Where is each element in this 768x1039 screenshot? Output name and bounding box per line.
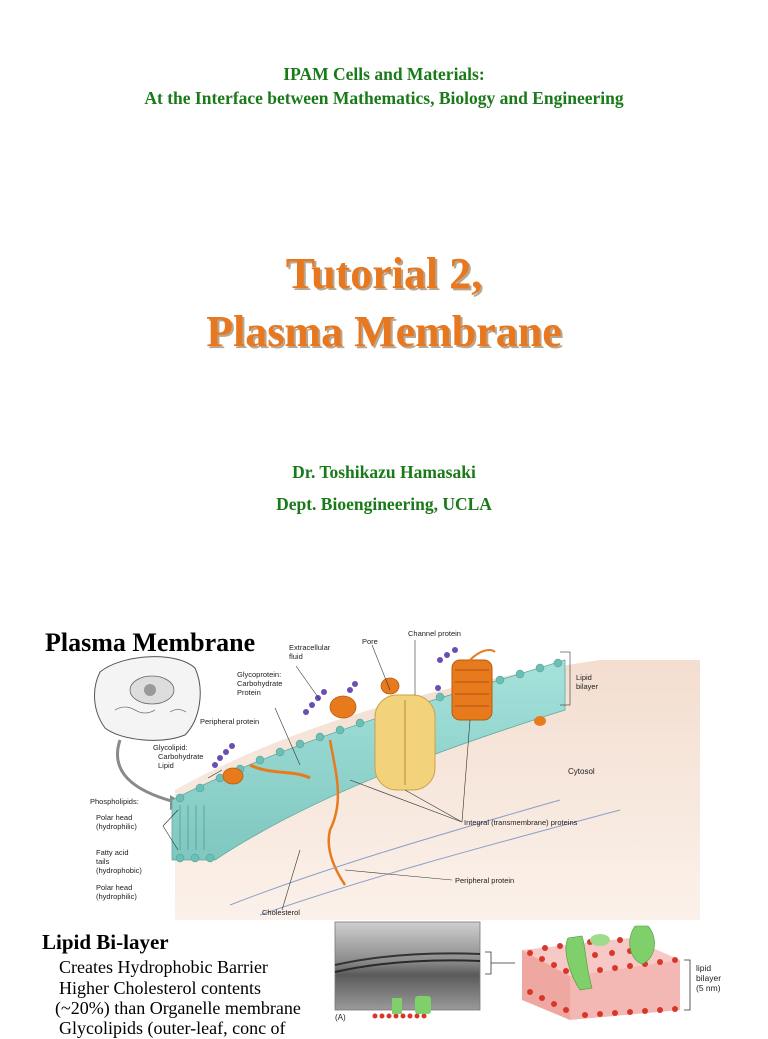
label-lipid-bilayer-1: Lipid	[576, 673, 592, 682]
label-peripheral-protein-top: Peripheral protein	[200, 717, 259, 726]
label-lipid-bilayer-2: bilayer	[576, 682, 599, 691]
label-pore: Pore	[362, 637, 378, 646]
title-line-2: Plasma Membrane	[206, 307, 562, 356]
label-polar-head-2: (hydrophilic)	[96, 822, 137, 831]
label-phospholipids: Phospholipids:	[90, 797, 139, 806]
label-glycoprotein-1: Glycoprotein:	[237, 670, 281, 679]
label-extracellular-2: fluid	[289, 652, 303, 661]
membrane-diagram: Extracellular fluid Pore Channel protein…	[90, 629, 700, 920]
label-polar-head-b2: (hydrophilic)	[96, 892, 137, 901]
header-line-2: At the Interface between Mathematics, Bi…	[144, 88, 624, 108]
helix-protein-shape	[451, 659, 493, 721]
lipid-bullet-4: Glycolipids (outer-leaf, conc of	[59, 1018, 286, 1038]
label-fatty-acid-2: tails	[96, 857, 110, 866]
label-glycoprotein-2: Carbohydrate	[237, 679, 282, 688]
micrograph-label: (A)	[335, 1013, 346, 1022]
label-glycolipid-1: Glycolipid:	[153, 743, 188, 752]
model-label-1: lipid	[696, 963, 711, 973]
label-cholesterol: Cholesterol	[262, 908, 300, 917]
lipid-bullet-1: Creates Hydrophobic Barrier	[59, 957, 268, 977]
lipid-bullet-3: (~20%) than Organelle membrane	[55, 998, 301, 1018]
label-integral-proteins: Integral (transmembrane) proteins	[464, 818, 578, 827]
cell-sketch	[94, 656, 201, 741]
header-line-1: IPAM Cells and Materials:	[283, 64, 485, 84]
lipid-title: Lipid Bi-layer	[42, 930, 169, 954]
label-polar-head-b1: Polar head	[96, 883, 132, 892]
model-label-3: (5 nm)	[696, 983, 721, 993]
label-glycoprotein-3: Protein	[237, 688, 261, 697]
label-cytosol: Cytosol	[568, 767, 595, 776]
label-glycolipid-2: Carbohydrate	[158, 752, 203, 761]
label-peripheral-protein-bottom: Peripheral protein	[455, 876, 514, 885]
label-fatty-acid-1: Fatty acid	[96, 848, 129, 857]
section-title: Plasma Membrane	[45, 628, 256, 657]
label-extracellular-1: Extracellular	[289, 643, 331, 652]
label-polar-head-1: Polar head	[96, 813, 132, 822]
label-fatty-acid-3: (hydrophobic)	[96, 866, 142, 875]
bilayer-model	[522, 925, 680, 1020]
lipid-bullet-2: Higher Cholesterol contents	[59, 978, 261, 998]
micrograph	[334, 921, 481, 1011]
author-name: Dr. Toshikazu Hamasaki	[292, 462, 476, 482]
author-dept: Dept. Bioengineering, UCLA	[276, 494, 492, 514]
model-label-2: bilayer	[696, 973, 721, 983]
title-line-1: Tutorial 2,	[285, 249, 483, 298]
bilayer-figure: (A) lipid bilayer (5 nm)	[334, 921, 721, 1022]
label-glycolipid-3: Lipid	[158, 761, 174, 770]
label-channel-protein: Channel protein	[408, 629, 461, 638]
